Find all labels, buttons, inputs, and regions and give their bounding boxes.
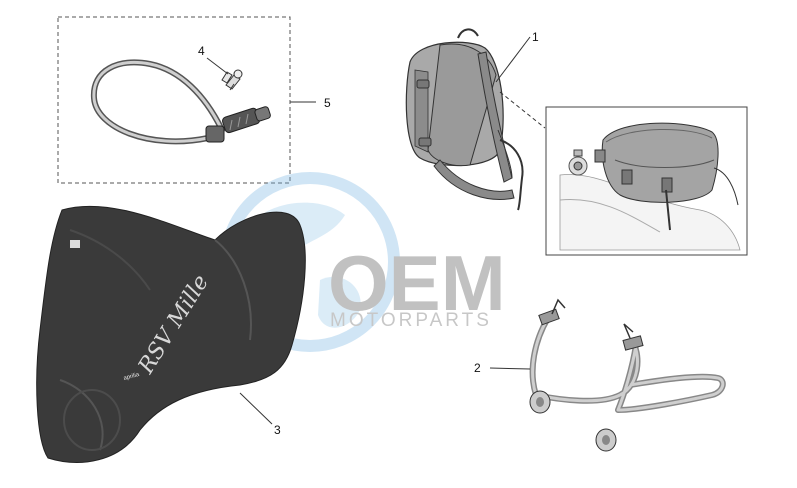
- leader-2: [489, 367, 531, 370]
- callout-5: 5: [324, 96, 331, 110]
- cable-lock-loop: [90, 59, 225, 145]
- cable-lock-body: [205, 106, 271, 143]
- watermark-logo: OEM: [328, 239, 506, 327]
- leader-detail: [499, 91, 546, 129]
- callout-2: 2: [474, 361, 481, 375]
- lock-keys: [221, 69, 243, 91]
- leader-3: [239, 392, 273, 425]
- callout-1: 1: [532, 30, 539, 44]
- leader-4: [206, 57, 229, 75]
- cover-logo-badge: [70, 240, 80, 248]
- backpack-strap: [477, 51, 513, 183]
- detail-inset: [545, 106, 748, 256]
- callout-3: 3: [274, 423, 281, 437]
- rear-paddock-stand: 2: [474, 298, 726, 452]
- bike-cover: RSV Mille aprilia 3: [36, 205, 306, 463]
- cover-brand-text: aprilia: [123, 372, 141, 382]
- watermark-text: MOTORPARTS: [330, 310, 492, 331]
- callout-4: 4: [198, 44, 205, 58]
- lock-kit-dashed-frame: [57, 16, 291, 184]
- leader-1: [495, 36, 531, 83]
- tank-backpack: 1: [405, 28, 546, 211]
- lock-kit-group: 4 5: [57, 16, 331, 184]
